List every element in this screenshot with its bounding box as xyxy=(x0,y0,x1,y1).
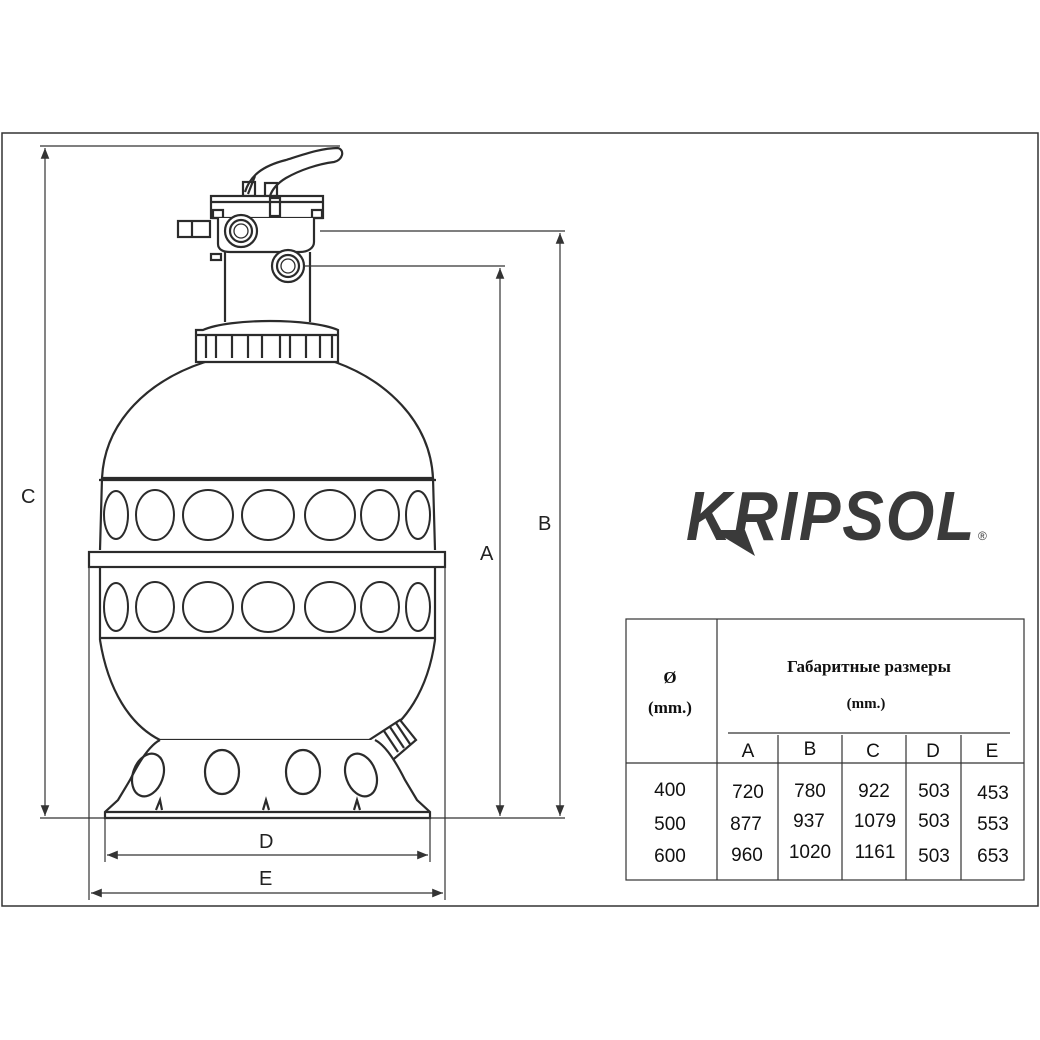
diameter-header-unit: (mm.) xyxy=(648,698,692,717)
column-header-a: A xyxy=(742,741,755,762)
row-500-b: 937 xyxy=(793,811,825,832)
row-600-c: 1161 xyxy=(855,842,896,863)
drawing-frame xyxy=(1,132,1039,907)
row-500-e: 553 xyxy=(977,814,1009,835)
row-600-b: 1020 xyxy=(789,842,831,863)
tank-lower-holes xyxy=(103,581,431,633)
group-title: Габаритные размеры xyxy=(787,657,951,676)
dimension-b-label: B xyxy=(538,513,551,535)
row-500-a: 877 xyxy=(730,814,762,835)
logo-registered-mark: ® xyxy=(978,529,987,543)
row-400-a: 720 xyxy=(732,782,764,803)
row-400-e: 453 xyxy=(977,783,1009,804)
logo-swoosh xyxy=(712,530,755,556)
row-500-d: 503 xyxy=(918,811,950,832)
dimension-d-label: D xyxy=(259,831,273,853)
tank-upper-band xyxy=(98,477,437,551)
tank-lower-dome xyxy=(98,639,437,742)
dimensions-table xyxy=(625,618,1025,881)
row-600-d: 503 xyxy=(918,846,950,867)
group-unit: (mm.) xyxy=(847,696,886,712)
valve-neck xyxy=(223,252,312,322)
tank-upper-dome xyxy=(100,360,435,480)
column-header-e: E xyxy=(986,741,999,762)
sand-filter-illustration xyxy=(87,146,447,820)
logo-text: KRIPSOL xyxy=(686,477,976,555)
column-header-b: B xyxy=(804,739,817,760)
column-header-d: D xyxy=(926,741,940,762)
column-header-c: C xyxy=(866,741,880,762)
row-400-b: 780 xyxy=(794,781,826,802)
tank-lower-band xyxy=(98,567,437,640)
kripsol-logo: KRIPSOL ® xyxy=(686,477,987,556)
dimension-lines xyxy=(40,145,565,900)
row-500-diameter: 500 xyxy=(654,814,686,835)
row-400-d: 503 xyxy=(918,781,950,802)
filter-base xyxy=(103,739,432,820)
dimensions-table-text: Ø (mm.) Габаритные размеры (mm.) A B C D… xyxy=(648,657,1009,867)
tank-collar xyxy=(194,319,340,364)
tank-upper-holes xyxy=(103,489,431,541)
multiport-valve xyxy=(176,194,325,284)
dimension-a-label: A xyxy=(480,543,494,565)
tank-middle-ring xyxy=(87,550,447,569)
row-600-a: 960 xyxy=(731,845,763,866)
dimension-c-label: C xyxy=(21,486,35,508)
row-600-diameter: 600 xyxy=(654,846,686,867)
dimension-e-label: E xyxy=(259,868,272,890)
diameter-header-symbol: Ø xyxy=(663,668,676,687)
valve-handle xyxy=(241,146,344,198)
row-500-c: 1079 xyxy=(854,811,896,832)
row-600-e: 653 xyxy=(977,846,1009,867)
row-400-diameter: 400 xyxy=(654,780,686,801)
row-400-c: 922 xyxy=(858,781,890,802)
